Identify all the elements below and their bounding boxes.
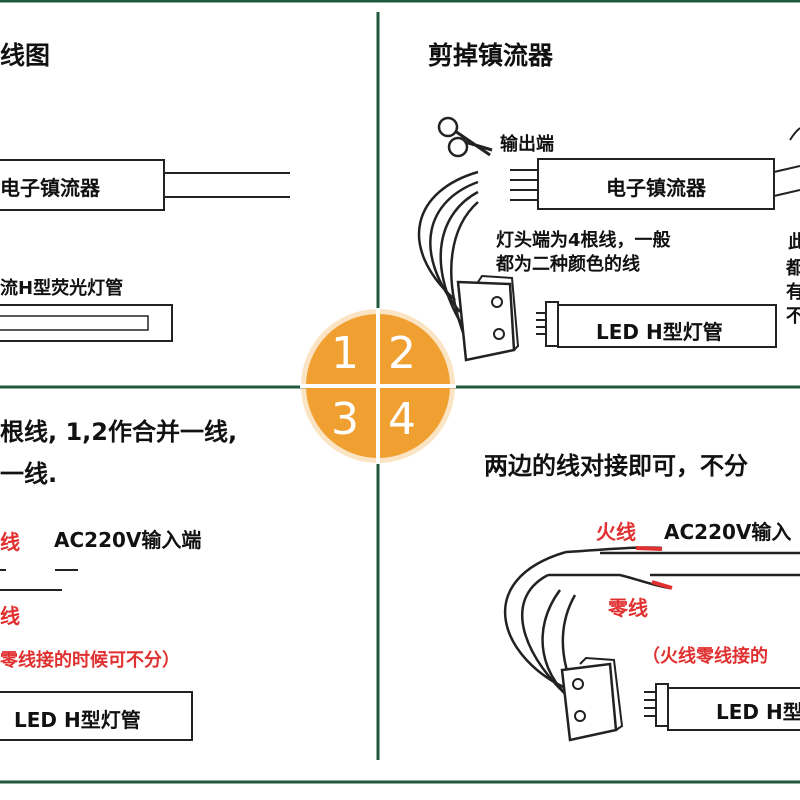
panel4-neutral-label: 零线 [608,596,648,620]
step-number-4: 4 [388,394,416,445]
p4-connector [560,662,618,742]
step-badge [300,308,456,464]
panel2-edge-char-3: 有 [786,282,800,303]
panel4-note: （火线零线接的 [642,646,768,667]
p2-connector [456,280,516,362]
panel2-title: 剪掉镇流器 [428,41,554,70]
panel2-tube-label: LED H型灯管 [596,320,723,344]
step-number-1: 1 [331,328,359,379]
panel4-input-label: AC220V输入 [664,520,792,544]
panel3-input-label: AC220V输入端 [54,528,202,552]
panel2-edge-char-1: 此 [788,232,800,253]
panel2-edge-char-4: 不 [786,306,800,327]
p3-tube-box [0,691,193,741]
panel1-ballast-label: 电子镇流器 [0,176,100,200]
step-number-2: 2 [388,328,416,379]
step-number-3: 3 [331,394,359,445]
p1-tube-inner [0,315,149,331]
panel3-tube-label: LED H型灯管 [14,708,141,732]
scissors-icon [437,116,493,158]
panel3-line2: 一线. [0,460,58,488]
panel3-line1: 根线, 1,2作合并一线, [0,418,238,446]
panel1-tube-label: 流H型荧光灯管 [0,278,124,299]
panel1-title: 线图 [0,41,51,70]
p1-ballast-box [0,159,165,211]
panel2-note-line2: 都为二种颜色的线 [496,254,640,275]
panel2-output-label: 输出端 [500,134,554,155]
panel2-edge-char-2: 都 [786,258,800,279]
p2-ballast-box [537,158,775,210]
panel4-live-label: 火线 [596,520,636,544]
p4-tube-box [667,687,800,731]
panel3-neutral-label: 线 [0,604,20,628]
p2-tube-box [557,304,777,348]
panel4-tube-label: LED H型 [716,700,800,724]
panel3-live-label: 线 [0,530,20,554]
panel2-ballast-label: 电子镇流器 [606,176,706,200]
panel4-title: 两边的线对接即可，不分 [484,452,748,480]
panel2-note-line1: 灯头端为4根线，一般 [496,230,671,251]
panel3-note: 零线接的时候可不分） [0,650,180,671]
